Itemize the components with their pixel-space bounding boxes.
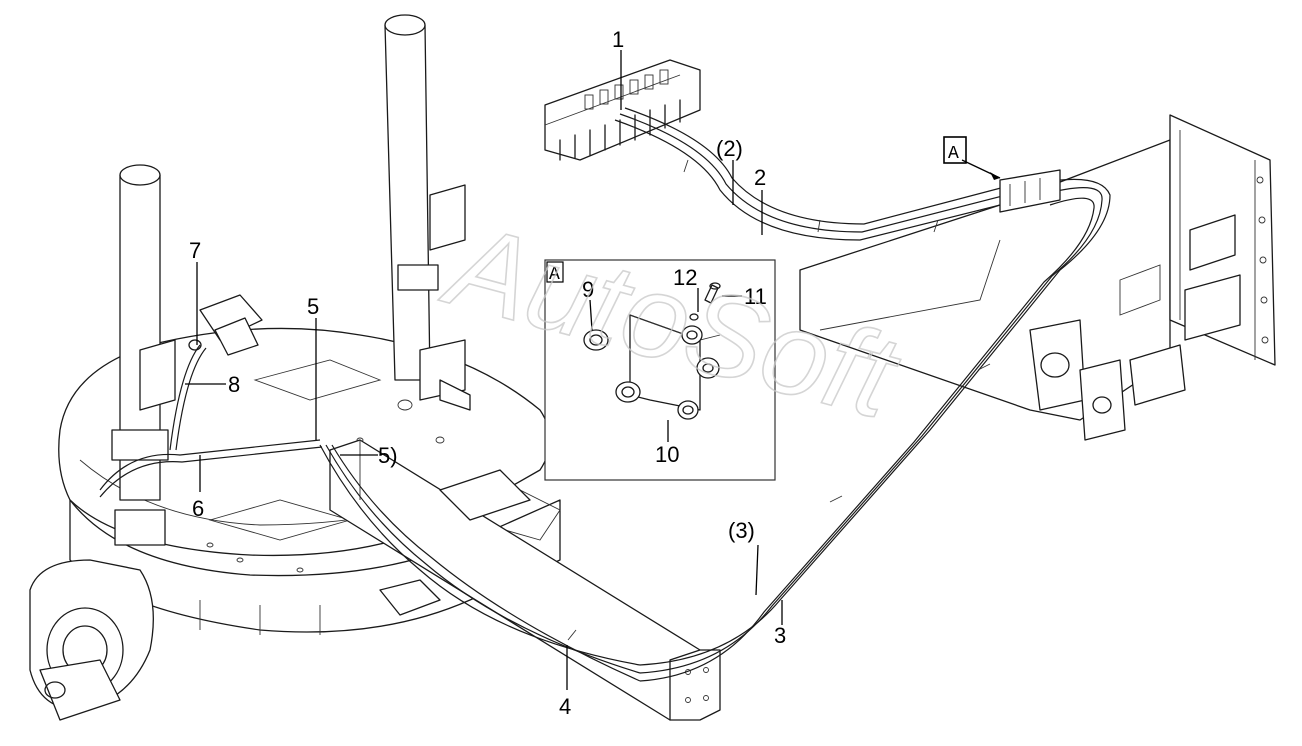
callout-4: 4 [559, 694, 571, 719]
callout-2: 2 [754, 165, 766, 190]
hose-3 [639, 178, 1111, 682]
callout-5-paren: 5) [378, 443, 398, 468]
control-valve-bank [544, 59, 701, 161]
valve-block-left [188, 294, 263, 356]
main-frame [799, 114, 1276, 441]
fitting-at-section-a [999, 169, 1061, 213]
callouts: 1 (2) 2 (3) 3 4 5 5) 6 7 8 9 10 11 12 [189, 27, 786, 719]
hose-2 [614, 107, 1021, 241]
outrigger-beam [329, 439, 721, 721]
callout-1: 1 [612, 27, 624, 52]
left-cylinder [111, 164, 176, 546]
callout-9: 9 [582, 277, 594, 302]
hose-6 [99, 344, 323, 498]
callout-7: 7 [189, 238, 201, 263]
callout-12: 12 [673, 265, 697, 290]
callout-10: 10 [655, 442, 679, 467]
detail-box-label: A [549, 265, 560, 285]
section-marker-a: A [943, 136, 1001, 180]
hose-4 [319, 444, 641, 682]
callout-8: 8 [228, 372, 240, 397]
callout-5-top: 5 [307, 294, 319, 319]
callout-3-paren: (3) [728, 518, 755, 543]
callout-6: 6 [192, 496, 204, 521]
callout-2-paren: (2) [716, 136, 743, 161]
detail-box-a: A [544, 259, 776, 481]
section-marker-label: A [948, 144, 959, 164]
right-cylinder [384, 14, 471, 411]
leader-lines [185, 50, 783, 690]
callout-3: 3 [774, 623, 786, 648]
callout-11: 11 [744, 284, 767, 309]
